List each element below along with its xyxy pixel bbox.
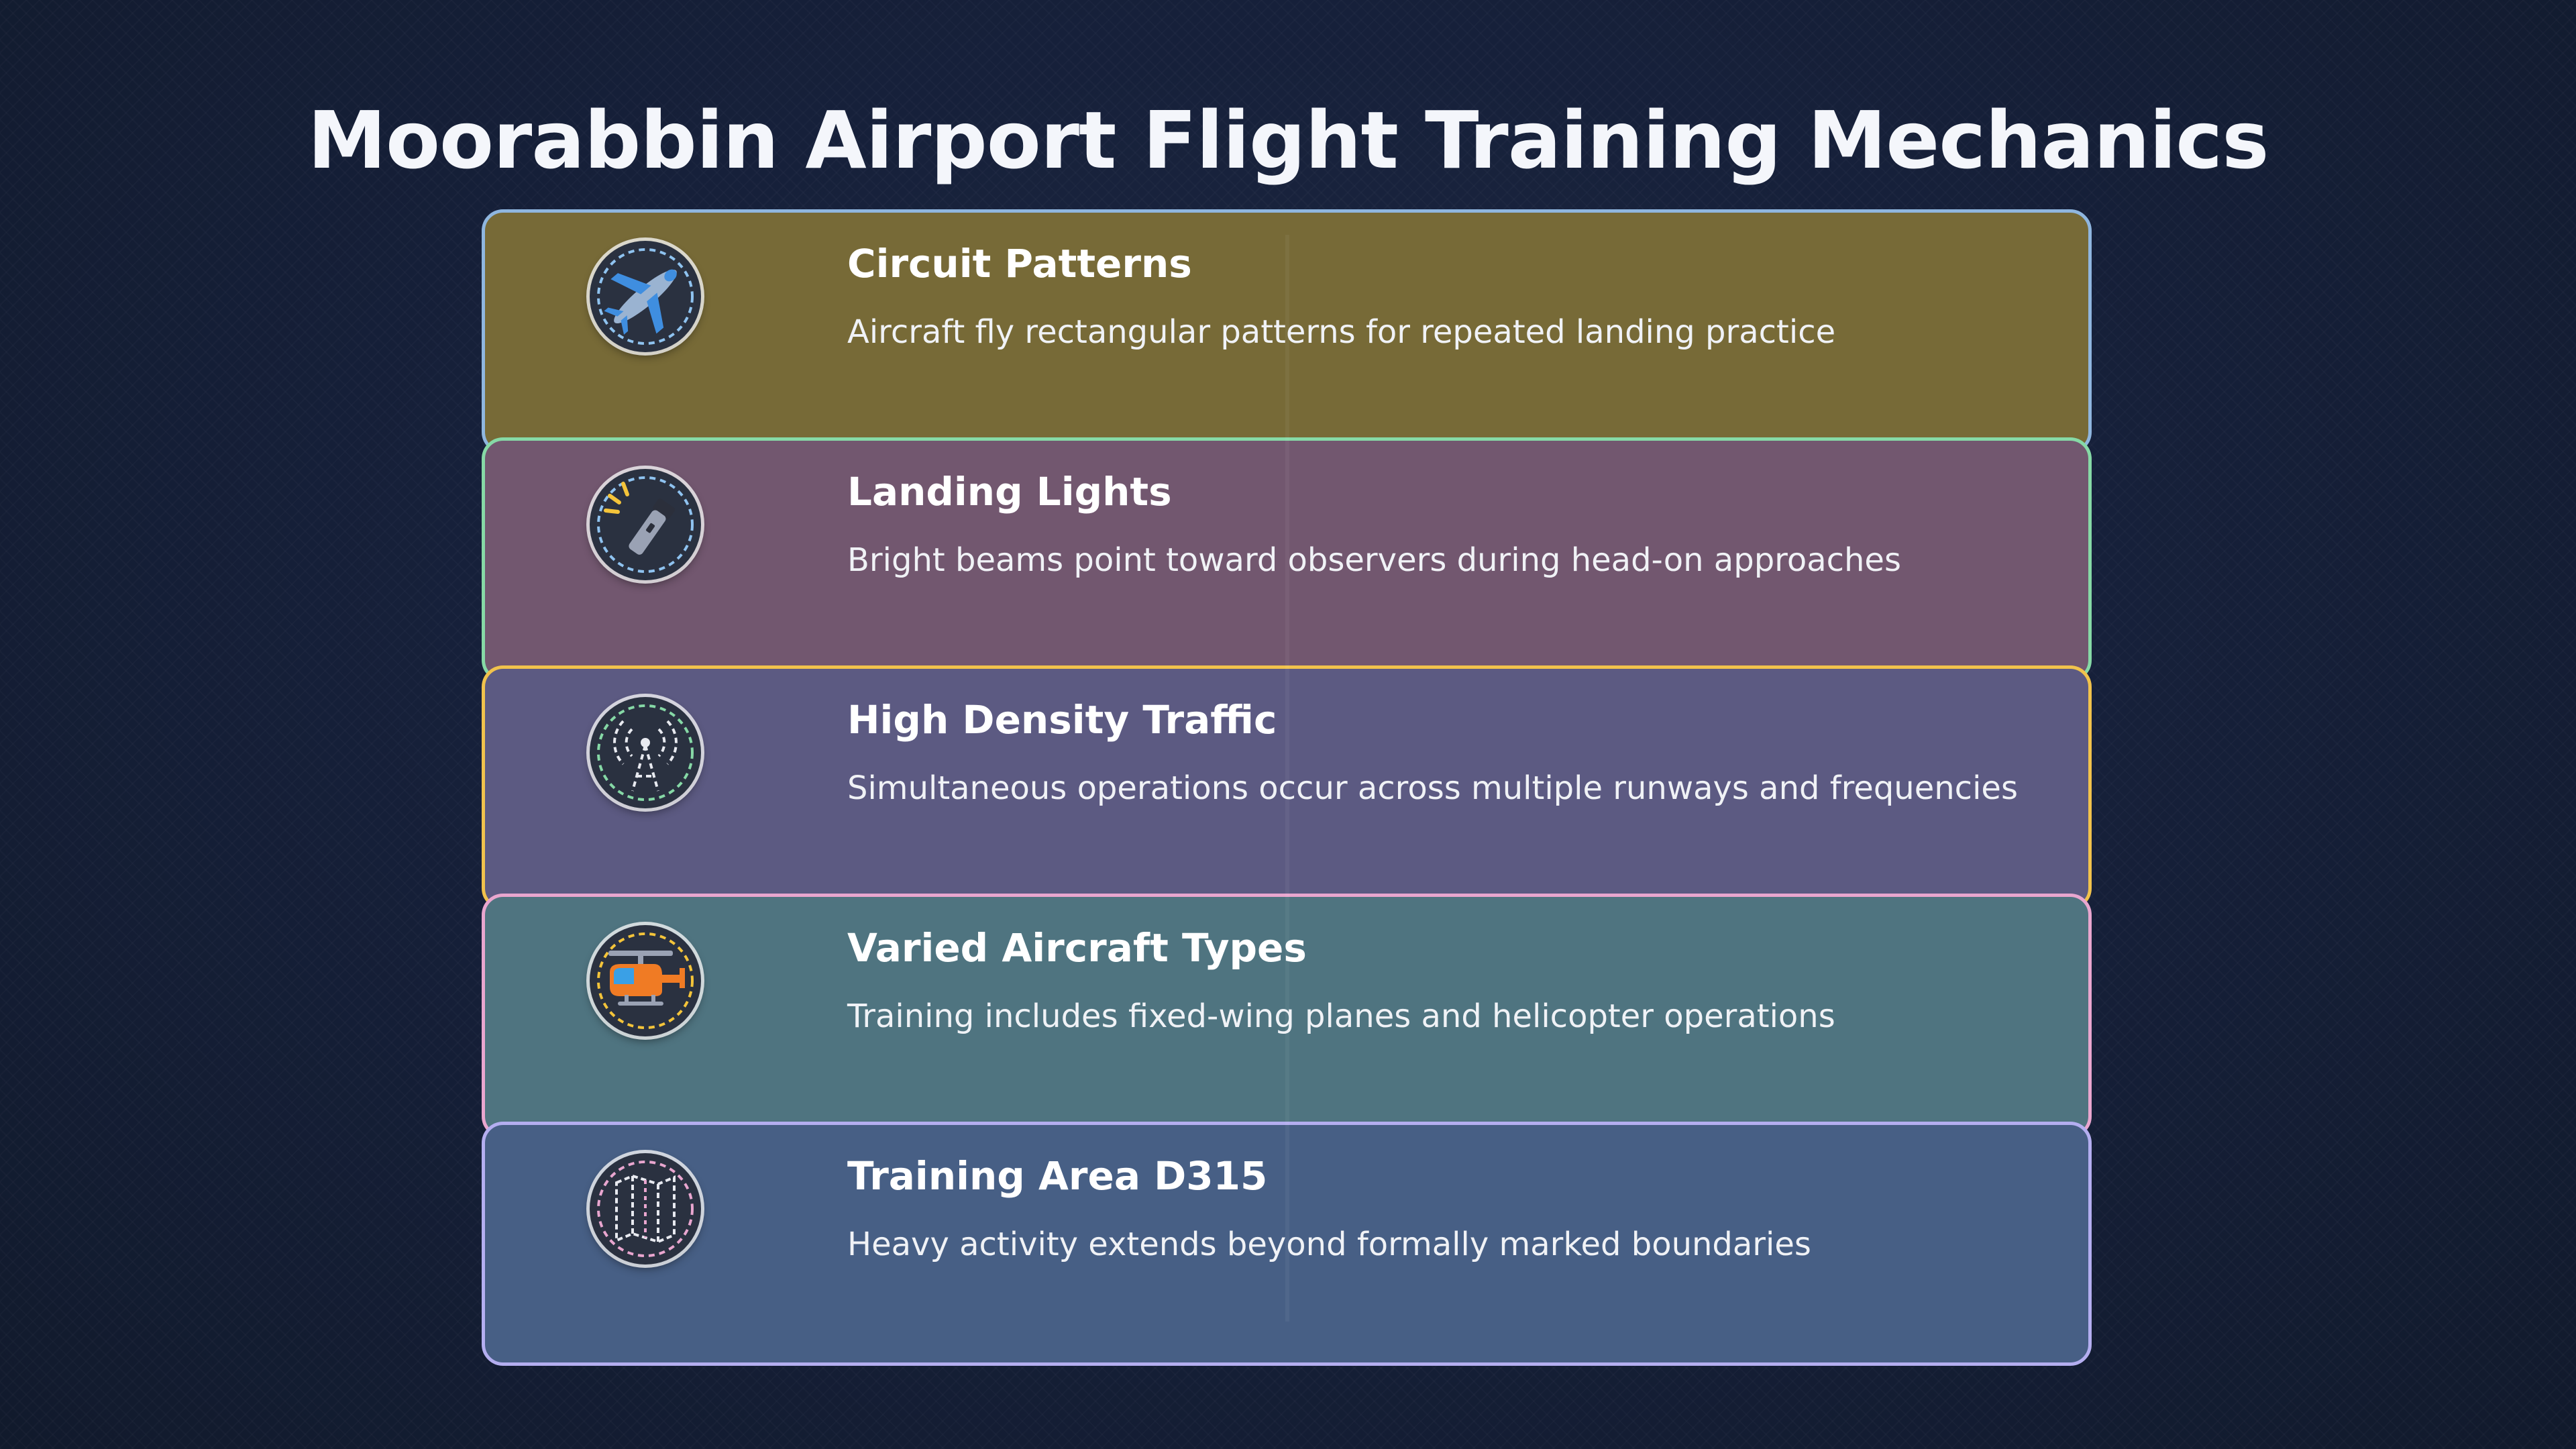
card-description: Bright beams point toward observers duri… [847,541,1901,579]
card-description: Aircraft fly rectangular patterns for re… [847,313,1836,351]
card-title: Landing Lights [847,469,1172,515]
card-high-density-traffic: High Density Traffic Simultaneous operat… [482,665,2092,910]
card-title: Circuit Patterns [847,241,1192,286]
card-varied-aircraft-types: Varied Aircraft Types Training includes … [482,894,2092,1138]
airplane-icon [590,241,701,352]
card-description: Training includes fixed-wing planes and … [847,998,1835,1035]
helicopter-icon [590,925,701,1036]
card-title: Training Area D315 [847,1153,1268,1199]
card-title: High Density Traffic [847,697,1277,743]
map-icon [590,1153,701,1265]
card-circuit-patterns: Circuit Patterns Aircraft fly rectangula… [482,209,2092,453]
card-description: Heavy activity extends beyond formally m… [847,1226,1811,1263]
card-landing-lights: Landing Lights Bright beams point toward… [482,437,2092,682]
page-title: Moorabbin Airport Flight Training Mechan… [307,94,2269,186]
radio-tower-icon [590,697,701,808]
card-training-area-d315: Training Area D315 Heavy activity extend… [482,1122,2092,1366]
card-description: Simultaneous operations occur across mul… [847,769,2018,807]
flashlight-icon [590,469,701,580]
card-title: Varied Aircraft Types [847,925,1307,971]
